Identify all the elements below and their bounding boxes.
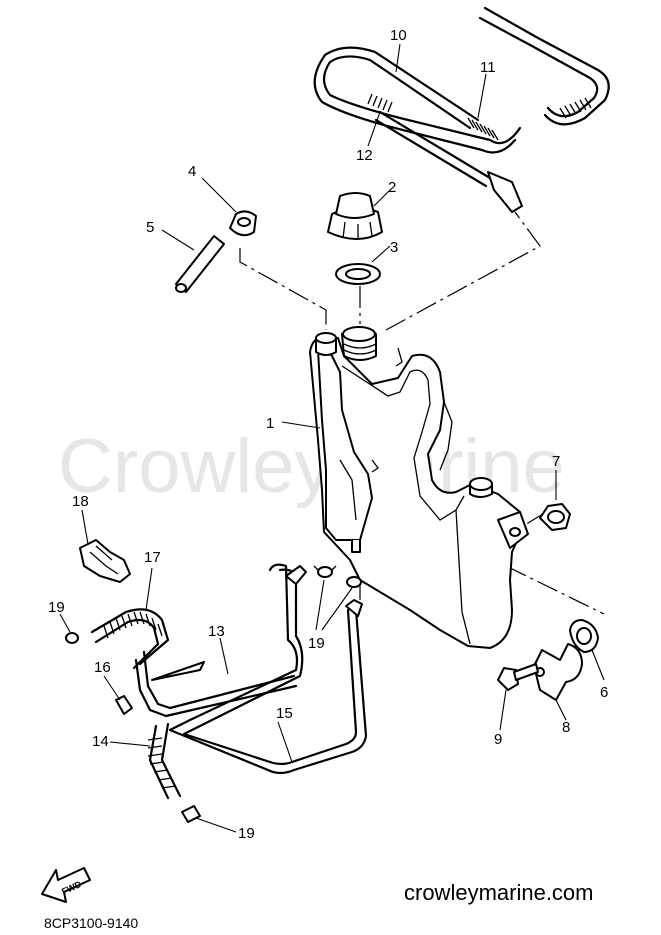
leader-lines bbox=[59, 43, 605, 833]
diagram-code: 8CP3100-9140 bbox=[44, 915, 138, 931]
callout-2[interactable]: 2 bbox=[388, 179, 396, 196]
clamp-18[interactable] bbox=[79, 539, 131, 583]
callout-5[interactable]: 5 bbox=[146, 219, 154, 236]
spring-hose-14[interactable] bbox=[147, 722, 182, 800]
callout-1[interactable]: 1 bbox=[266, 415, 274, 432]
gasket-3[interactable] bbox=[335, 263, 381, 285]
callout-14[interactable]: 14 bbox=[92, 733, 109, 750]
tank-1[interactable] bbox=[309, 326, 529, 649]
callout-12[interactable]: 12 bbox=[356, 147, 373, 164]
clip-19-bottom[interactable] bbox=[181, 805, 201, 823]
callout-16[interactable]: 16 bbox=[94, 659, 111, 676]
clip-16[interactable] bbox=[115, 695, 133, 715]
hose-15[interactable] bbox=[168, 563, 368, 775]
callout-7[interactable]: 7 bbox=[552, 453, 560, 470]
callout-17[interactable]: 17 bbox=[144, 549, 161, 566]
fwd-arrow-icon: FWD bbox=[41, 867, 91, 903]
tube-5[interactable] bbox=[175, 235, 225, 293]
cap-4[interactable] bbox=[229, 210, 257, 237]
callout-19-left[interactable]: 19 bbox=[48, 599, 65, 616]
clip-19-upper[interactable] bbox=[313, 565, 362, 588]
callouts: 1 2 3 4 5 6 7 8 9 10 11 12 13 14 15 16 1… bbox=[48, 27, 608, 842]
callout-19-center[interactable]: 19 bbox=[308, 635, 325, 652]
spring-hose-17[interactable] bbox=[90, 608, 170, 670]
callout-11[interactable]: 11 bbox=[480, 59, 496, 76]
spring-11 bbox=[467, 97, 592, 141]
callout-9[interactable]: 9 bbox=[494, 731, 502, 748]
filler-cap-2[interactable] bbox=[327, 192, 383, 240]
callout-8[interactable]: 8 bbox=[562, 719, 570, 736]
callout-19-bottom[interactable]: 19 bbox=[238, 825, 255, 842]
callout-10[interactable]: 10 bbox=[390, 27, 407, 44]
bracket-8[interactable] bbox=[533, 643, 583, 701]
callout-15[interactable]: 15 bbox=[276, 705, 293, 722]
callout-6[interactable]: 6 bbox=[600, 684, 608, 701]
callout-4[interactable]: 4 bbox=[188, 163, 196, 180]
hose-13[interactable] bbox=[134, 650, 298, 718]
callout-13[interactable]: 13 bbox=[208, 623, 225, 640]
spring-12 bbox=[367, 93, 393, 113]
clip-19-left[interactable] bbox=[65, 632, 79, 644]
grommet-7[interactable] bbox=[539, 503, 571, 531]
grommet-6[interactable] bbox=[569, 619, 599, 653]
bolt-9[interactable] bbox=[497, 663, 539, 691]
hose-10[interactable] bbox=[313, 6, 610, 154]
hose-12-end bbox=[374, 110, 523, 213]
callout-3[interactable]: 3 bbox=[390, 239, 398, 256]
website-label: crowleymarine.com bbox=[404, 880, 594, 905]
callout-18[interactable]: 18 bbox=[72, 493, 89, 510]
